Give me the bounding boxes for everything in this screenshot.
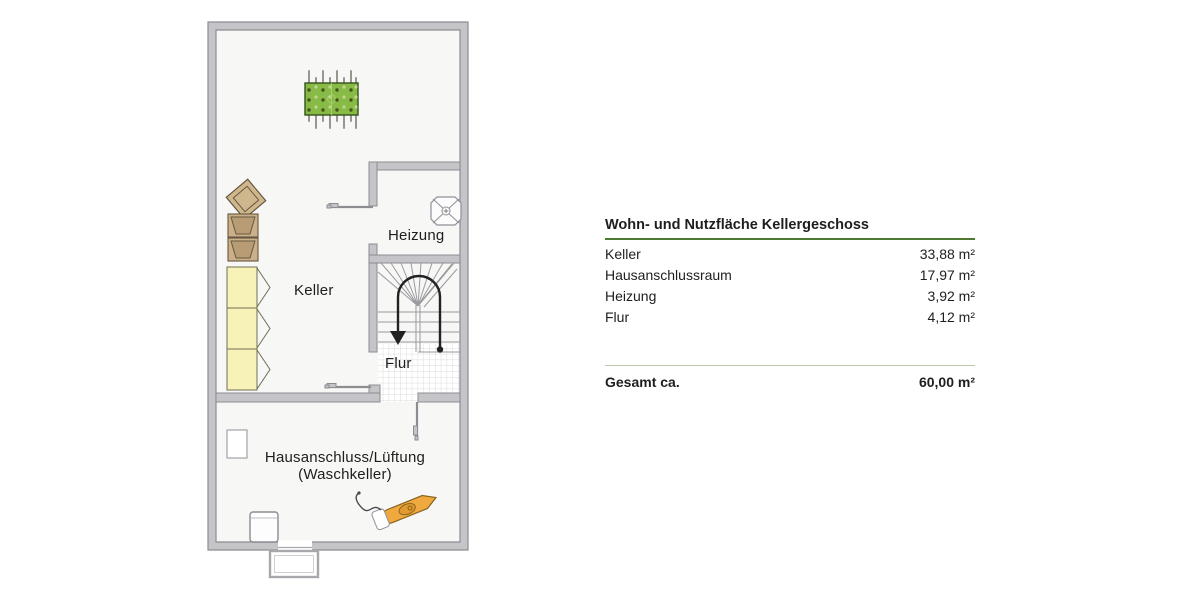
table-total-row: Gesamt ca. 60,00 m² [605, 365, 975, 390]
armchair-icon [227, 237, 259, 262]
area-table-title: Wohn- und Nutzfläche Kellergeschoss [605, 217, 975, 240]
row-label: Keller [605, 246, 641, 262]
armchair-icon [227, 213, 259, 238]
lounge-chair-icon [225, 178, 267, 220]
ironing-board-icon [355, 491, 438, 531]
shelf-cabinet-icon [226, 266, 271, 391]
partition-walls [215, 161, 461, 403]
table-row: Hausanschlussraum 17,97 m² [605, 265, 975, 286]
row-label: Hausanschlussraum [605, 267, 732, 283]
table-row: Keller 33,88 m² [605, 244, 975, 265]
total-value: 60,00 m² [918, 374, 975, 390]
area-table-rows: Keller 33,88 m² Hausanschlussraum 17,97 … [605, 244, 975, 328]
room-label-hausanschluss: Hausanschluss/Lüftung (Waschkeller) [245, 449, 445, 483]
room-label-hausanschluss-line2: (Waschkeller) [298, 466, 392, 483]
walking-line-arrow-icon [390, 274, 444, 353]
room-label-hausanschluss-line1: Hausanschluss/Lüftung [264, 449, 426, 466]
fuse-box-icon [226, 429, 248, 459]
washing-machine-icon [249, 511, 279, 543]
boiler-icon [430, 196, 462, 226]
row-value: 17,97 m² [919, 267, 975, 283]
door-leaf-icon [326, 203, 373, 209]
table-row: Flur 4,12 m² [605, 307, 975, 328]
table-row: Heizung 3,92 m² [605, 286, 975, 307]
total-label: Gesamt ca. [605, 374, 680, 390]
outer-wall [207, 21, 469, 551]
door-leaf-icon [413, 402, 419, 441]
row-value: 3,92 m² [927, 288, 975, 304]
row-label: Flur [605, 309, 630, 325]
row-value: 4,12 m² [927, 309, 975, 325]
area-table: Wohn- und Nutzfläche Kellergeschoss Kell… [605, 217, 975, 390]
room-label-heizung: Heizung [388, 227, 445, 244]
room-label-keller: Keller [294, 282, 334, 299]
door-leaf-icon [324, 383, 371, 389]
row-label: Heizung [605, 288, 657, 304]
entrance-steps-icon [268, 540, 320, 579]
row-value: 33,88 m² [919, 246, 975, 262]
foosball-table-icon [304, 70, 359, 129]
room-label-flur: Flur [385, 355, 412, 372]
